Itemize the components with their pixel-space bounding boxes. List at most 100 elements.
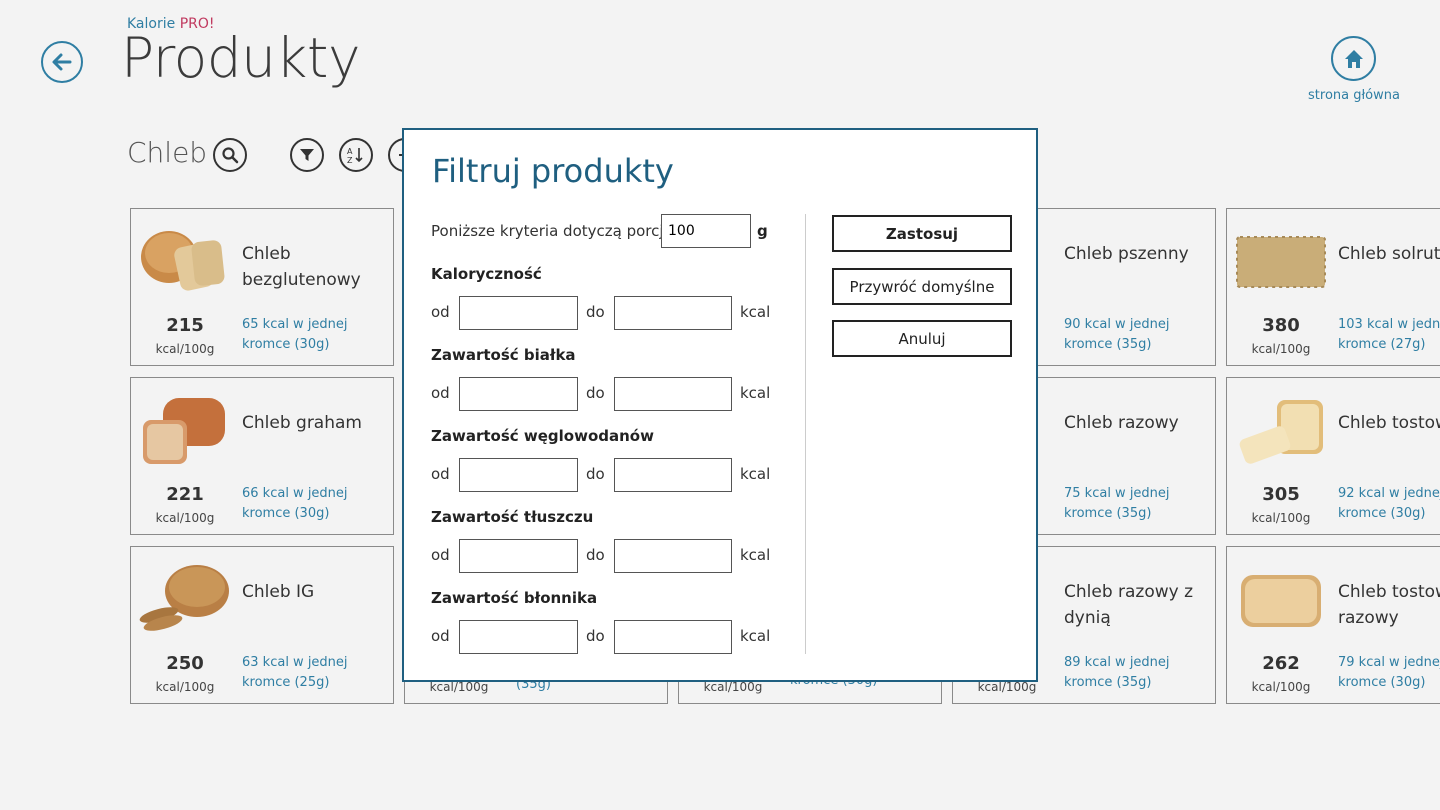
from-label: od [431, 384, 450, 402]
sort-button[interactable]: A Z [339, 138, 373, 172]
product-name: Chleb tostow razowy [1338, 582, 1440, 628]
home-icon [1344, 49, 1363, 68]
to-label: do [586, 546, 605, 564]
product-kcal-unit: kcal/100g [155, 342, 215, 356]
carbs-from-input[interactable] [459, 458, 578, 492]
toast-bread-image [1241, 575, 1321, 627]
app-name-prefix: Kalorie [127, 16, 176, 32]
dialog-divider [805, 214, 806, 654]
product-kcal: 221 [166, 484, 204, 505]
product-kcal: 305 [1262, 484, 1300, 505]
fiber-unit: kcal [740, 627, 771, 645]
fat-from-input[interactable] [459, 539, 578, 573]
product-portion: 63 kcal w jednej kromce (25g) [242, 655, 348, 690]
page-title: Produkty [121, 26, 361, 90]
to-label: do [586, 465, 605, 483]
svg-text:Z: Z [347, 156, 353, 165]
dialog-title: Filtruj produkty [432, 152, 674, 190]
product-kcal: 380 [1262, 315, 1300, 336]
home-button[interactable] [1331, 36, 1376, 81]
fiber-to-input[interactable] [614, 620, 732, 654]
home-label[interactable]: strona główna [1308, 88, 1400, 103]
product-portion: 65 kcal w jednej kromce (30g) [242, 317, 348, 352]
from-label: od [431, 465, 450, 483]
fat-label: Zawartość tłuszczu [431, 508, 594, 526]
bread-image [141, 231, 225, 291]
product-portion: 66 kcal w jednej kromce (30g) [242, 486, 348, 521]
protein-to-input[interactable] [614, 377, 732, 411]
product-name: Chleb pszenny [1064, 244, 1189, 264]
search-icon [222, 147, 239, 164]
product-name: Chleb tostow [1338, 413, 1440, 433]
cancel-button[interactable]: Anuluj [832, 320, 1012, 357]
from-label: od [431, 546, 450, 564]
product-portion: 89 kcal w jednej kromce (35g) [1064, 655, 1170, 690]
apply-button[interactable]: Zastosuj [832, 215, 1012, 252]
bread-image [139, 565, 229, 631]
product-kcal-unit: kcal/100g [429, 680, 489, 694]
toast-bread-image [1239, 400, 1323, 464]
back-button[interactable] [41, 41, 83, 83]
product-card[interactable]: Chleb tostow razowy 262 kcal/100g 79 kca… [1226, 546, 1440, 704]
to-label: do [586, 627, 605, 645]
product-kcal-unit: kcal/100g [1251, 342, 1311, 356]
carbs-label: Zawartość węglowodanów [431, 427, 654, 445]
filter-dialog: Filtruj produkty Poniższe kryteria dotyc… [402, 128, 1038, 682]
bread-image [143, 398, 225, 464]
fat-unit: kcal [740, 546, 771, 564]
from-label: od [431, 303, 450, 321]
product-card[interactable]: Chleb solrut 380 kcal/100g 103 kcal w je… [1226, 208, 1440, 366]
fiber-label: Zawartość błonnika [431, 589, 598, 607]
product-kcal: 250 [166, 653, 204, 674]
crispbread-image [1236, 236, 1326, 288]
product-name: Chleb graham [242, 413, 362, 433]
product-name: Chleb IG [242, 582, 315, 602]
reset-button[interactable]: Przywróć domyślne [832, 268, 1012, 305]
product-kcal-unit: kcal/100g [1251, 511, 1311, 525]
search-term[interactable]: Chleb [127, 136, 208, 169]
calories-unit: kcal [740, 303, 771, 321]
product-name: Chleb solrut [1338, 244, 1440, 264]
product-portion: 75 kcal w jednej kromce (35g) [1064, 486, 1170, 521]
calories-from-input[interactable] [459, 296, 578, 330]
product-card[interactable]: Chleb tostow 305 kcal/100g 92 kcal w jed… [1226, 377, 1440, 535]
product-portion: 90 kcal w jednej kromce (35g) [1064, 317, 1170, 352]
app-name-suffix: PRO! [179, 16, 215, 32]
filter-button[interactable] [290, 138, 324, 172]
product-card[interactable]: Chleb IG 250 kcal/100g 63 kcal w jednej … [130, 546, 394, 704]
protein-unit: kcal [740, 384, 771, 402]
product-portion: 103 kcal w jednej kromce (27g) [1338, 317, 1440, 352]
carbs-to-input[interactable] [614, 458, 732, 492]
product-kcal: 215 [166, 315, 204, 336]
product-portion: 92 kcal w jednej kromce (30g) [1338, 486, 1440, 521]
product-kcal-unit: kcal/100g [977, 680, 1037, 694]
calories-label: Kaloryczność [431, 265, 542, 283]
search-button[interactable] [213, 138, 247, 172]
portion-input[interactable] [661, 214, 751, 248]
protein-from-input[interactable] [459, 377, 578, 411]
product-card[interactable]: Chleb bezglutenowy 215 kcal/100g 65 kcal… [130, 208, 394, 366]
product-kcal-unit: kcal/100g [703, 680, 763, 694]
product-name: Chleb razowy [1064, 413, 1179, 433]
product-kcal-unit: kcal/100g [155, 511, 215, 525]
portion-label: Poniższe kryteria dotyczą porcji [431, 222, 668, 240]
fat-to-input[interactable] [614, 539, 732, 573]
product-kcal-unit: kcal/100g [1251, 680, 1311, 694]
svg-text:A: A [347, 147, 353, 156]
portion-unit: g [757, 222, 768, 240]
product-portion: 79 kcal w jednej kromce (30g) [1338, 655, 1440, 690]
to-label: do [586, 384, 605, 402]
fiber-from-input[interactable] [459, 620, 578, 654]
product-kcal: 262 [1262, 653, 1300, 674]
calories-to-input[interactable] [614, 296, 732, 330]
filter-icon [300, 149, 314, 161]
app-name: Kalorie PRO! [127, 16, 215, 32]
to-label: do [586, 303, 605, 321]
protein-label: Zawartość białka [431, 346, 576, 364]
product-card[interactable]: Chleb graham 221 kcal/100g 66 kcal w jed… [130, 377, 394, 535]
from-label: od [431, 627, 450, 645]
carbs-unit: kcal [740, 465, 771, 483]
product-kcal-unit: kcal/100g [155, 680, 215, 694]
product-name: Chleb razowy z dynią [1064, 582, 1194, 628]
arrow-left-icon [52, 53, 72, 71]
